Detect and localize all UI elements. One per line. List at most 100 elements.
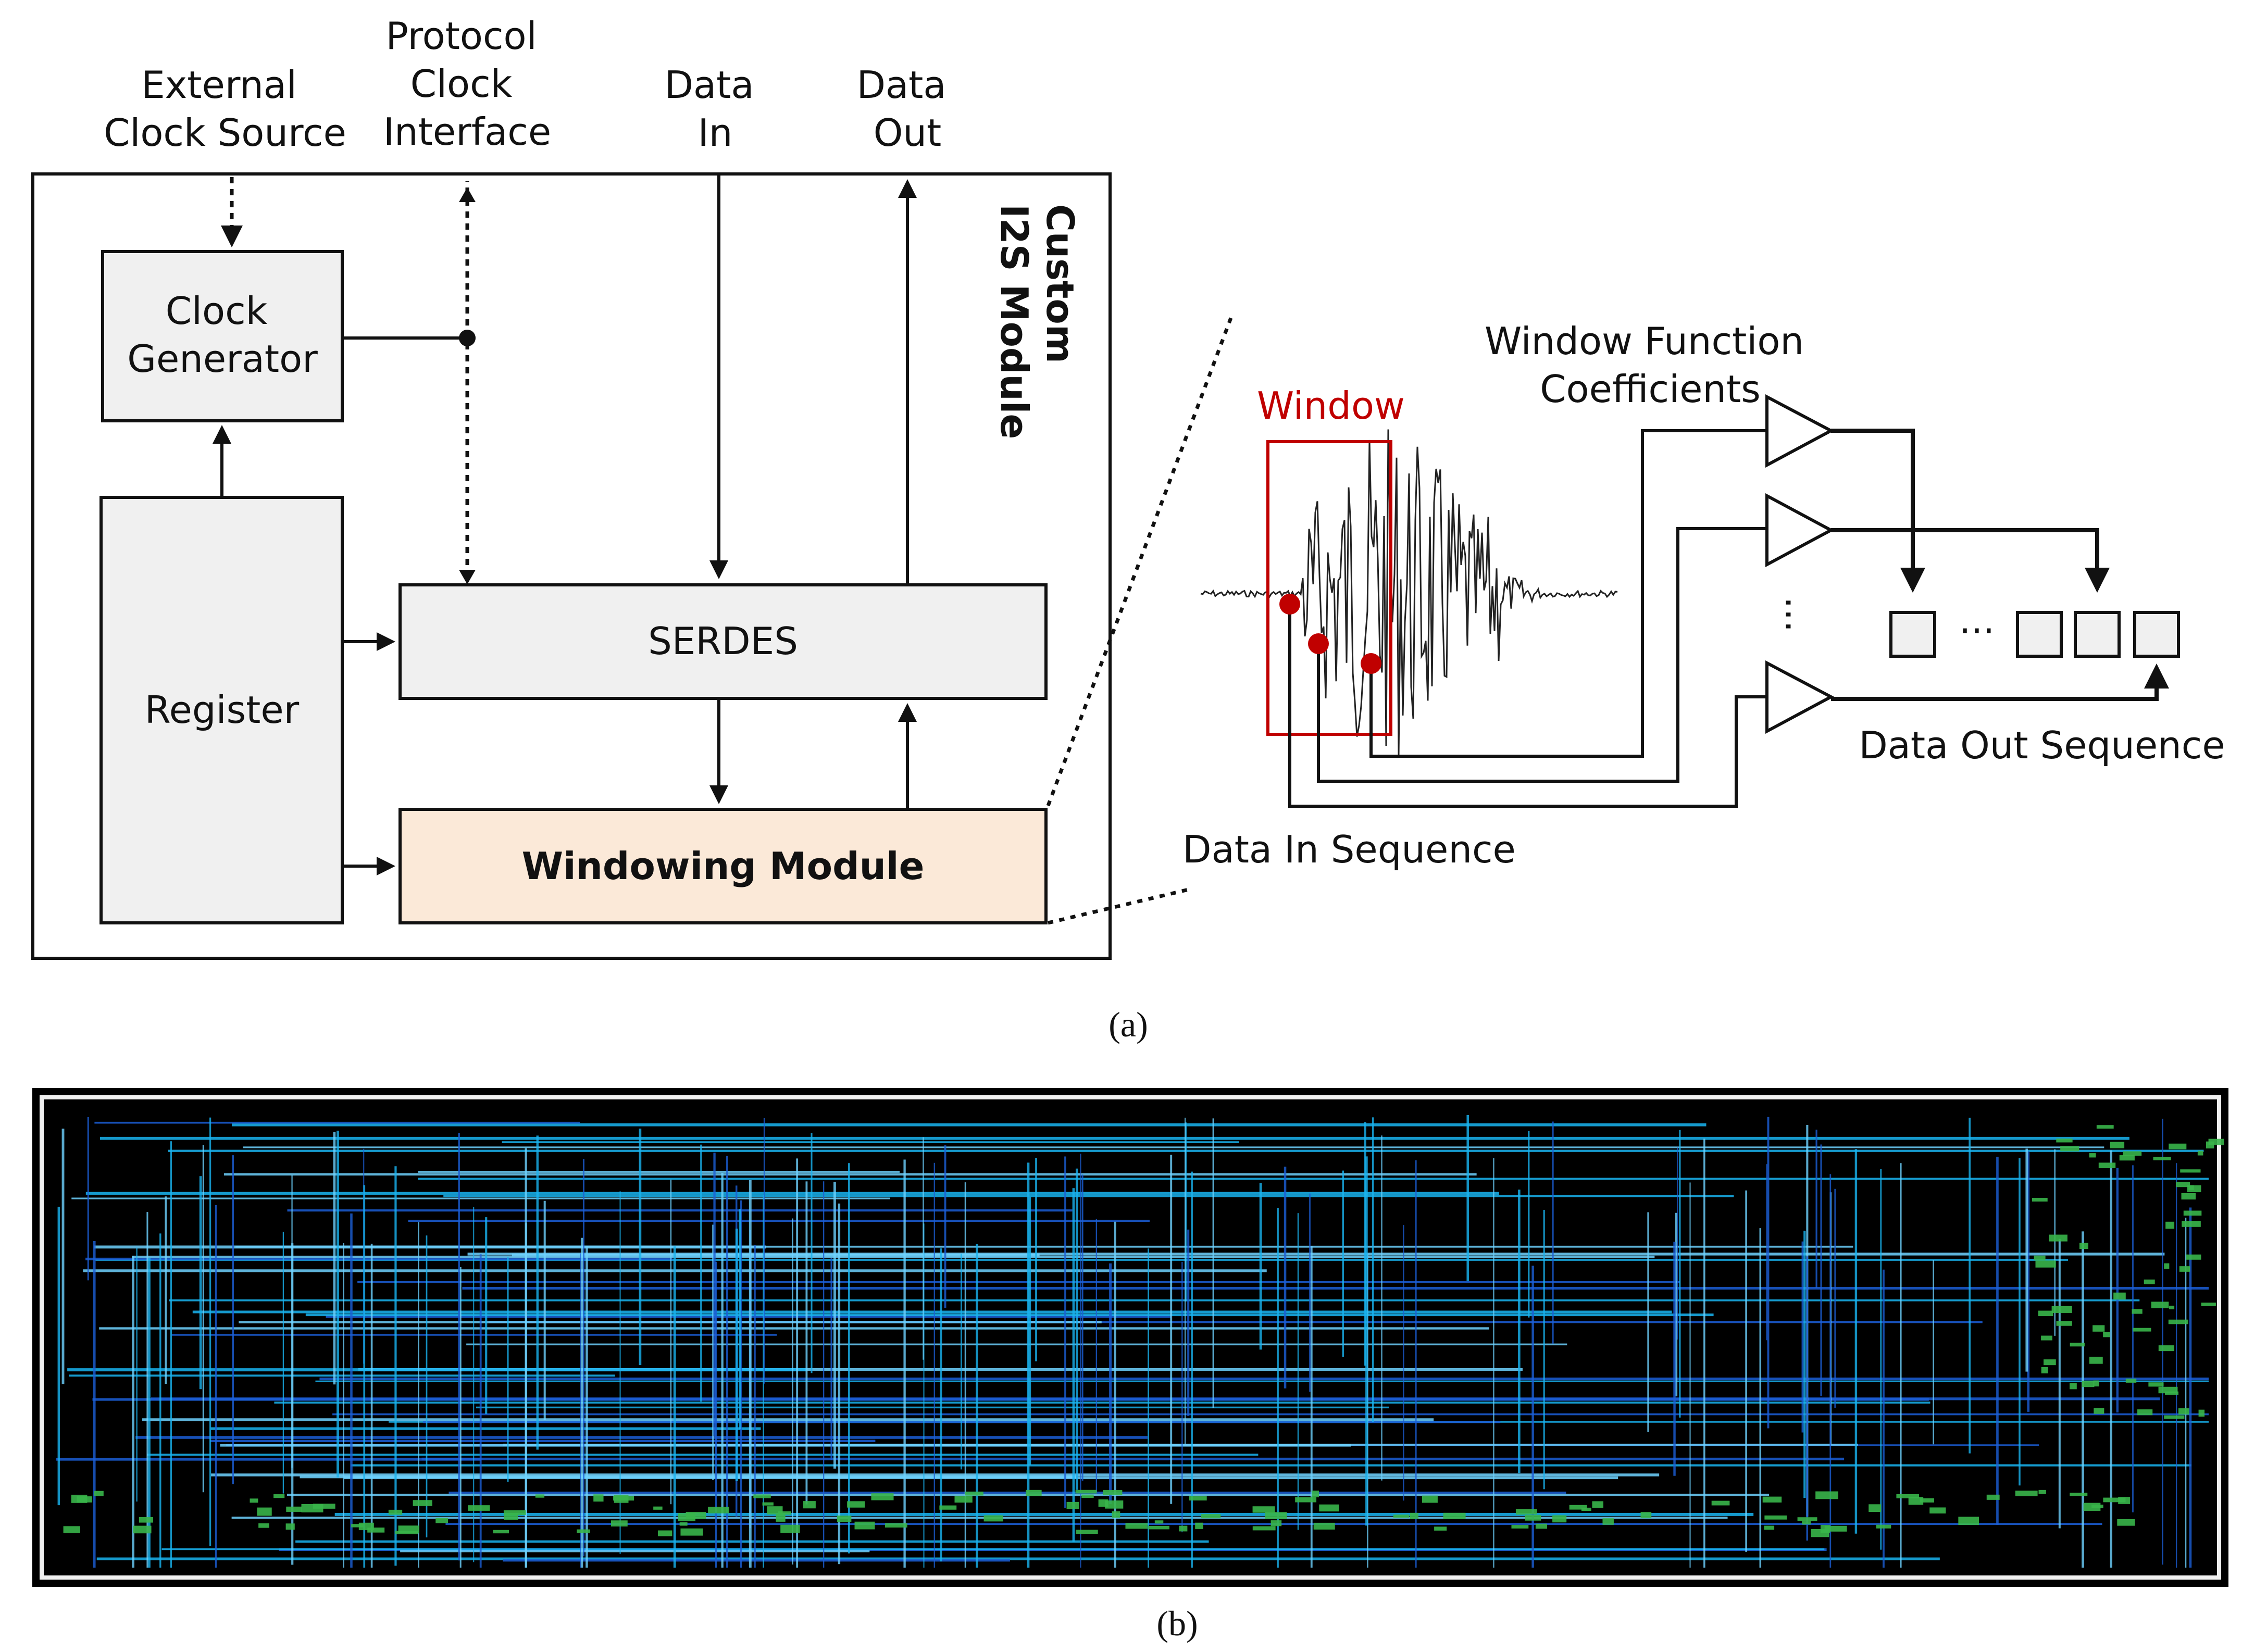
route-segment <box>2151 1301 2169 1309</box>
route-segment <box>71 1494 88 1503</box>
route-segment <box>1443 1512 1466 1519</box>
route-segment <box>2051 1306 2072 1313</box>
route-segment <box>2164 1263 2170 1269</box>
windowing-module-block <box>398 808 1048 924</box>
route-segment <box>1103 1490 1123 1496</box>
register-block <box>99 496 344 924</box>
route-segment <box>2083 1503 2101 1511</box>
coefficient-multiplier-3 <box>1765 660 1835 734</box>
route-segment <box>1876 1524 1891 1529</box>
route-segment <box>2158 1386 2178 1394</box>
route-segment <box>413 1500 432 1506</box>
coefficient-multiplier-2 <box>1765 493 1835 568</box>
route-segment <box>1764 1525 1775 1530</box>
clock-generator-block <box>101 250 344 422</box>
sample-dot-1 <box>1279 594 1300 615</box>
route-segment <box>1824 1525 1847 1532</box>
route-segment <box>2035 1260 2056 1268</box>
route-segment <box>1811 1529 1829 1537</box>
route-segment <box>286 1506 302 1512</box>
window-rectangle <box>1266 440 1392 736</box>
route-segment <box>2165 1221 2175 1229</box>
route-segment <box>2168 1319 2188 1324</box>
route-segment <box>2070 1343 2085 1347</box>
window-label: Window <box>1257 384 1405 428</box>
route-segment <box>2169 1143 2187 1149</box>
route-segment <box>250 1498 258 1503</box>
zoom-line-bottom <box>1048 886 1193 925</box>
route-segment <box>837 1516 852 1522</box>
route-segment <box>493 1530 509 1534</box>
route-segment <box>2070 1383 2077 1390</box>
route-segment <box>778 1511 791 1515</box>
route-segment <box>776 1514 786 1522</box>
route-segment <box>2148 1382 2164 1387</box>
output-ellipsis: ··· <box>1959 609 1995 653</box>
route-segment <box>63 1526 80 1533</box>
route-segment <box>367 1528 385 1533</box>
route-segment <box>2179 1266 2190 1272</box>
route-segment <box>1252 1506 1275 1513</box>
route-segment <box>2041 1335 2052 1341</box>
route-segment <box>1265 1512 1287 1519</box>
route-segment <box>1434 1526 1447 1531</box>
route-segment <box>871 1493 894 1500</box>
route-segment <box>1929 1507 1946 1514</box>
route-segment <box>351 1524 364 1528</box>
route-segment <box>1081 1494 1094 1498</box>
route-segment <box>2094 1408 2104 1414</box>
register-label: Register <box>145 688 300 732</box>
route-segment <box>854 1521 875 1530</box>
sample-dot-2 <box>1308 633 1329 654</box>
route-segment <box>2079 1243 2088 1249</box>
multiplier-3-output <box>1831 664 2169 701</box>
output-cell <box>2074 611 2121 658</box>
route-segment <box>1569 1505 1587 1510</box>
route-segment <box>1066 1501 1079 1509</box>
route-segment <box>1908 1497 1924 1505</box>
layout-die-boundary <box>40 1095 2221 1580</box>
route-segment <box>258 1523 269 1528</box>
windowing-module-label: Windowing Module <box>522 844 925 888</box>
route-segment <box>1252 1526 1276 1531</box>
route-segment <box>679 1522 688 1526</box>
route-segment <box>1410 1512 1419 1519</box>
output-cell <box>2016 611 2063 658</box>
sample-wire-2 <box>1317 527 1767 783</box>
route-segment <box>1986 1494 2000 1500</box>
output-cell <box>1889 611 1936 658</box>
protocol-clock-interface-label: Protocol Clock Interface <box>383 14 551 154</box>
route-segment <box>1602 1518 1614 1525</box>
route-segment <box>1179 1525 1188 1532</box>
route-segment <box>313 1504 335 1509</box>
route-segment <box>2113 1292 2126 1300</box>
multiplier-1-output <box>1831 429 1925 593</box>
route-segment <box>1511 1525 1529 1529</box>
route-segment <box>2110 1142 2125 1148</box>
audio-waveform <box>1200 429 1618 756</box>
route-segment <box>1515 1509 1537 1515</box>
route-segment <box>1815 1491 1838 1499</box>
clock-generator-label: Clock Generator <box>127 289 318 381</box>
route-segment <box>395 1531 418 1534</box>
route-segment <box>2158 1345 2175 1351</box>
route-segment <box>2137 1409 2153 1416</box>
route-segment <box>1311 1491 1319 1497</box>
route-segment <box>2089 1153 2096 1158</box>
route-segment <box>708 1507 729 1513</box>
route-segment <box>2133 1328 2151 1332</box>
route-segment <box>2103 1332 2110 1337</box>
route-segment <box>2117 1519 2135 1526</box>
route-segment <box>133 1525 152 1534</box>
panel-a: External Clock Source Protocol Clock Int… <box>31 14 2225 1044</box>
route-segment <box>1958 1517 1979 1525</box>
route-segment <box>2056 1321 2072 1326</box>
route-segment <box>762 1502 774 1506</box>
external-clock-source-label: External Clock Source <box>104 63 346 155</box>
route-segment <box>983 1515 1003 1522</box>
route-segment <box>1319 1504 1339 1512</box>
route-segment <box>965 1491 983 1496</box>
route-segment <box>2118 1497 2131 1504</box>
route-segment <box>954 1496 973 1503</box>
route-segment <box>273 1494 285 1498</box>
